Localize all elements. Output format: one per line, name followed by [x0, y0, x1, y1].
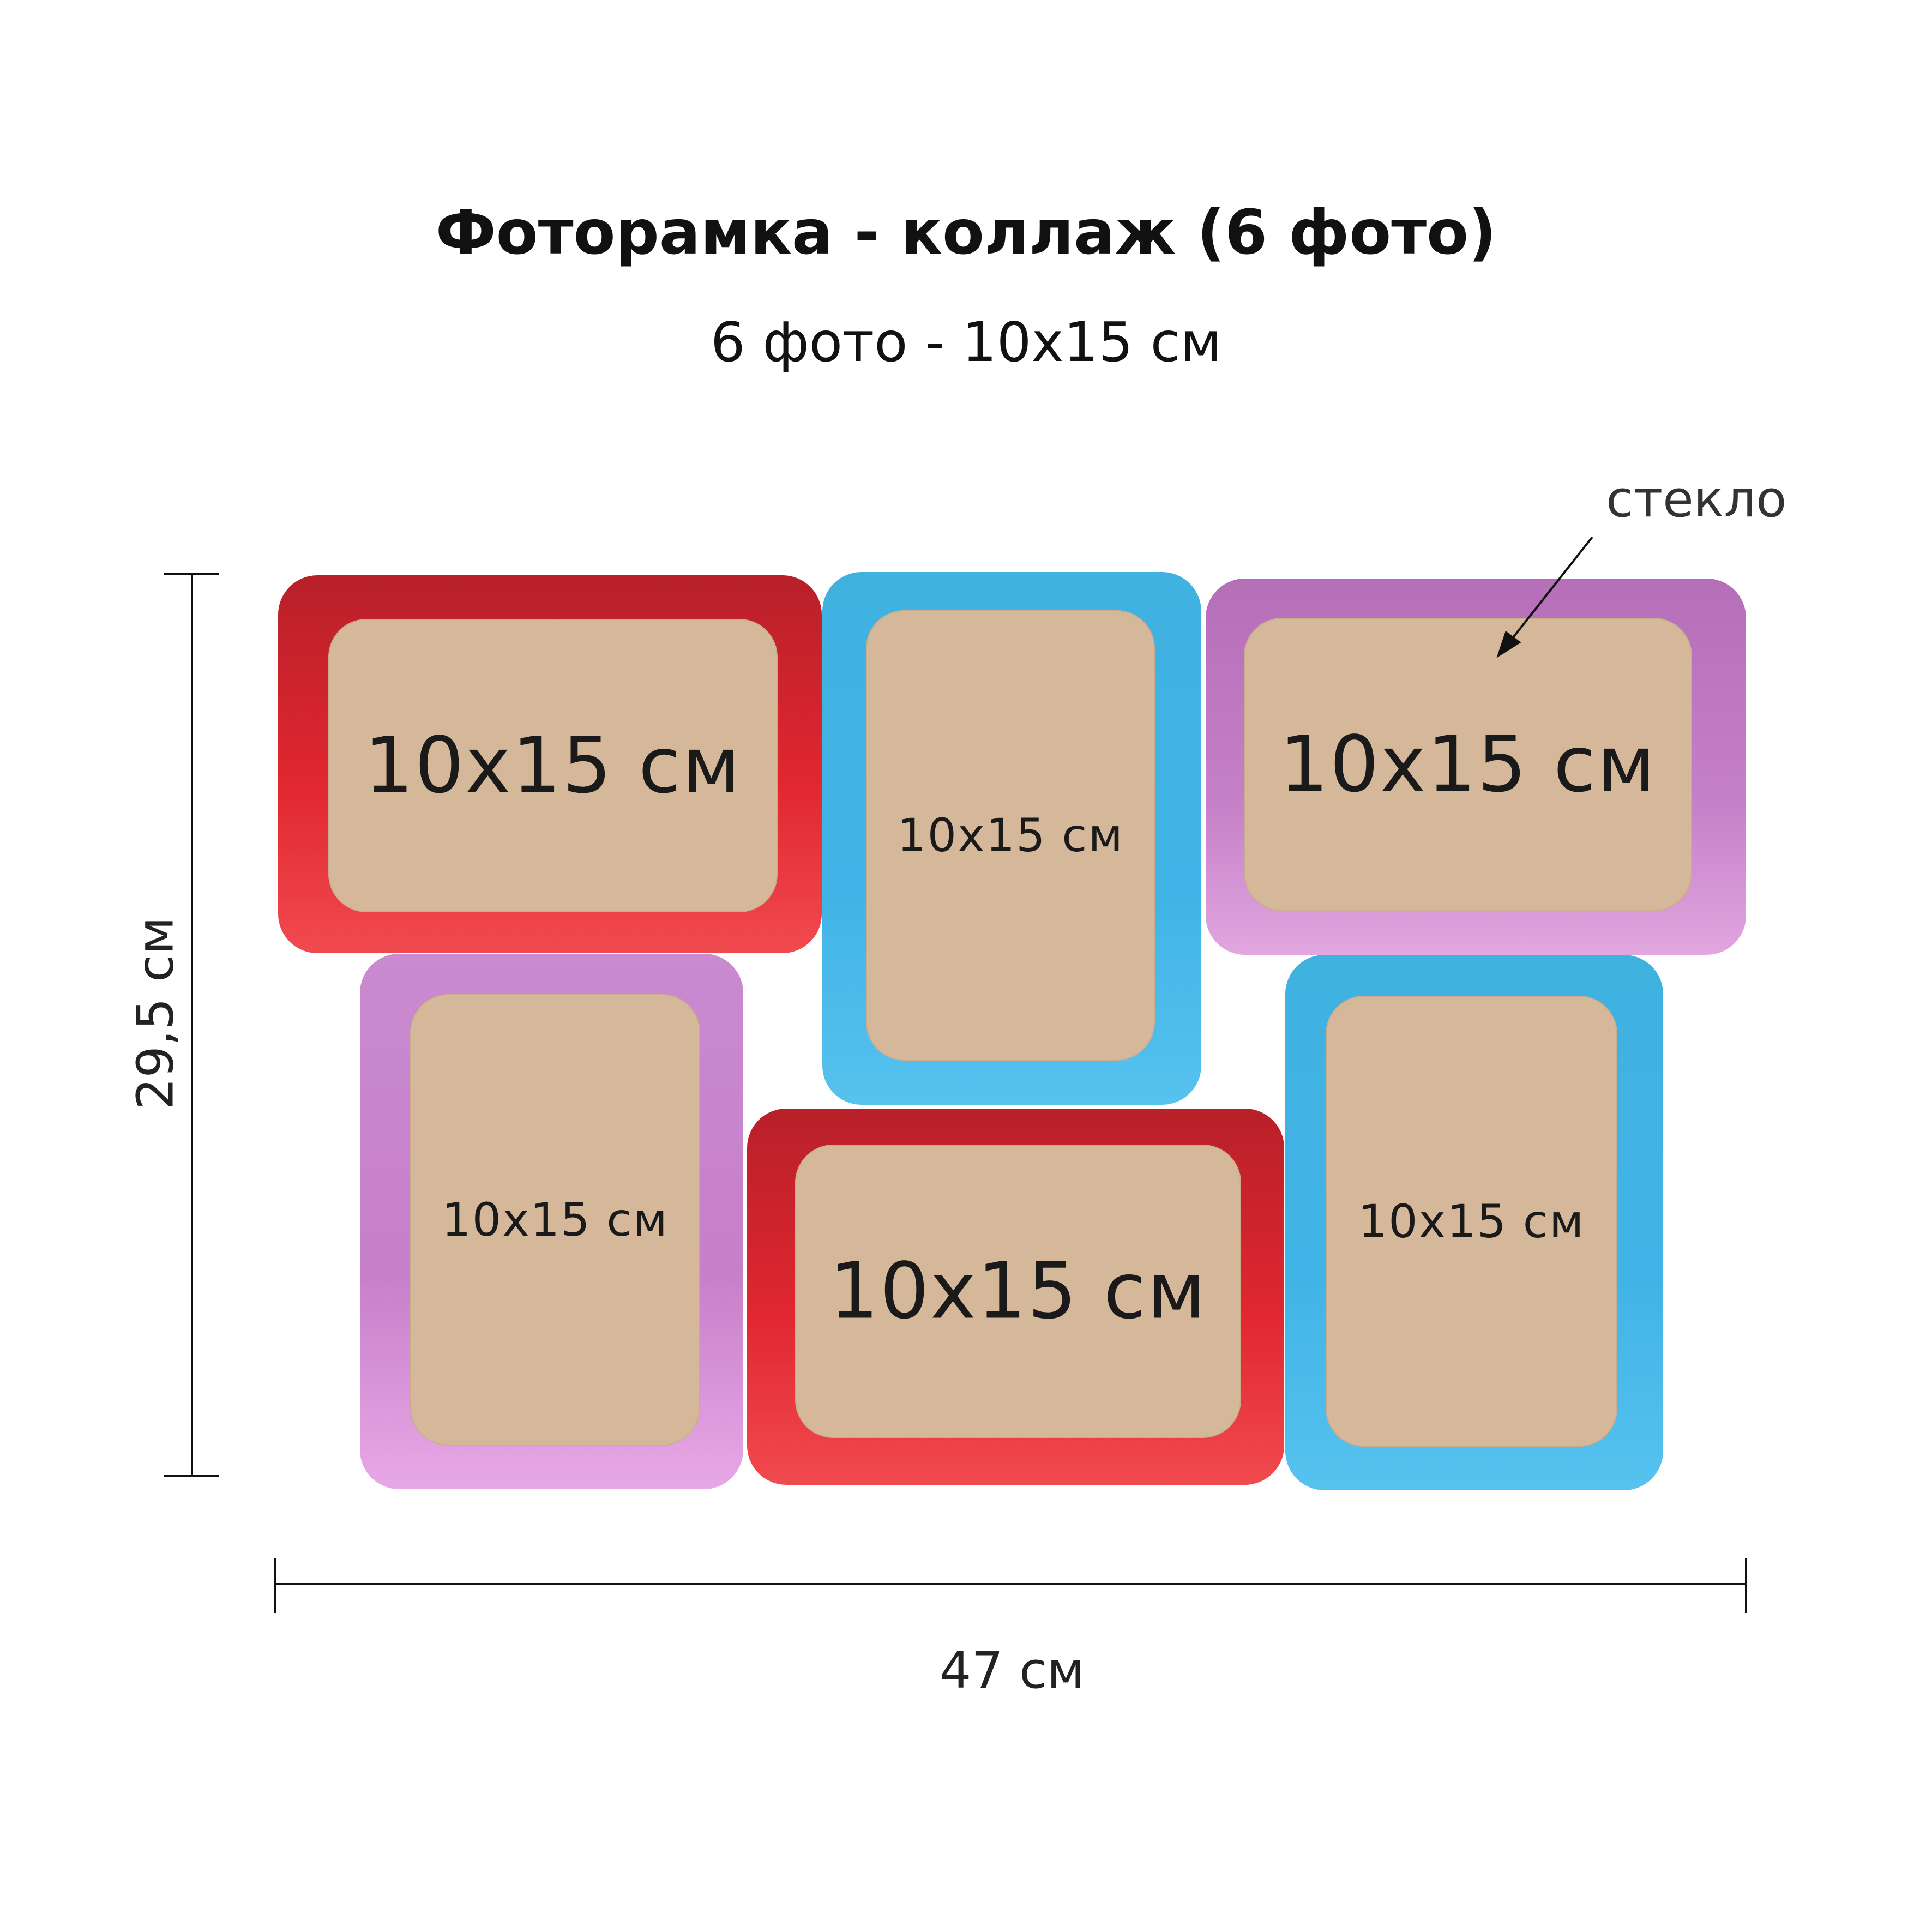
- photo-frame-purple-top-right: 10х15 см: [1206, 579, 1746, 955]
- width-dimension-line: [274, 1558, 1747, 1613]
- photo-size-label: 10х15 см: [829, 1246, 1207, 1337]
- photo-insert-card: 10х15 см: [410, 994, 700, 1446]
- height-dimension-line: [164, 573, 219, 1477]
- photo-size-label: 10х15 см: [1279, 719, 1657, 810]
- photo-insert-card: 10х15 см: [795, 1145, 1241, 1438]
- photo-frame-purple-bottom-left: 10х15 см: [360, 954, 743, 1489]
- photo-frame-blue-top-middle: 10х15 см: [822, 572, 1201, 1105]
- photo-insert-card: 10х15 см: [1244, 618, 1692, 911]
- photo-insert-card: 10х15 см: [1326, 996, 1617, 1447]
- glass-pointer-arrow: [1496, 536, 1593, 658]
- photo-size-label: 10х15 см: [442, 1193, 669, 1247]
- width-dimension-label: 47 см: [939, 1641, 1085, 1700]
- photo-insert-card: 10х15 см: [328, 619, 778, 912]
- photo-insert-card: 10х15 см: [866, 610, 1155, 1061]
- photo-frame-red-bottom-middle: 10х15 см: [747, 1109, 1284, 1485]
- photo-frame-blue-bottom-right: 10х15 см: [1285, 955, 1663, 1490]
- page-title: Фоторамка - коллаж (6 фото): [435, 197, 1497, 268]
- glass-annotation: стекло: [1606, 470, 1787, 528]
- photo-size-label: 10х15 см: [1358, 1194, 1585, 1248]
- height-dimension-label: 29,5 см: [126, 916, 185, 1110]
- photo-frame-red-top-left: 10х15 см: [278, 575, 822, 953]
- photo-size-label: 10х15 см: [897, 809, 1124, 862]
- page-subtitle: 6 фото - 10х15 см: [710, 310, 1222, 374]
- photo-size-label: 10х15 см: [364, 720, 742, 811]
